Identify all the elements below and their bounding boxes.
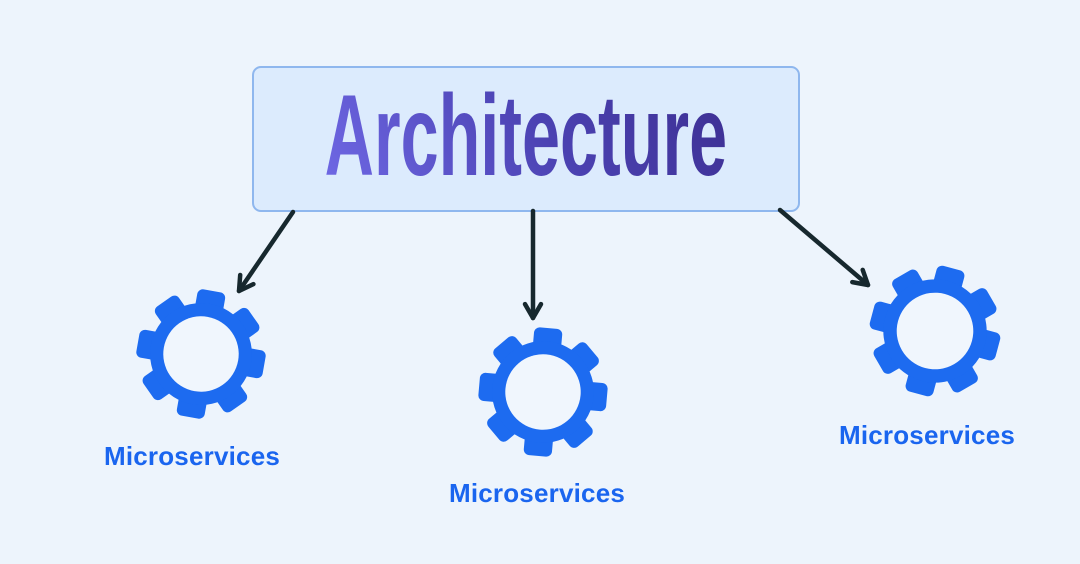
gear-icon <box>868 264 1002 398</box>
gear-icon <box>135 288 267 420</box>
gear-icon <box>477 326 609 458</box>
microservices-label-left: Microservices <box>103 441 281 471</box>
arrow-right <box>777 207 871 288</box>
architecture-title: Architecture <box>324 71 728 200</box>
microservices-label-right: Microservices <box>838 420 1016 450</box>
arrow-left <box>236 209 296 294</box>
arrow-middle <box>522 208 544 321</box>
architecture-title-box: Architecture <box>252 66 800 212</box>
microservices-label-middle: Microservices <box>448 478 626 508</box>
